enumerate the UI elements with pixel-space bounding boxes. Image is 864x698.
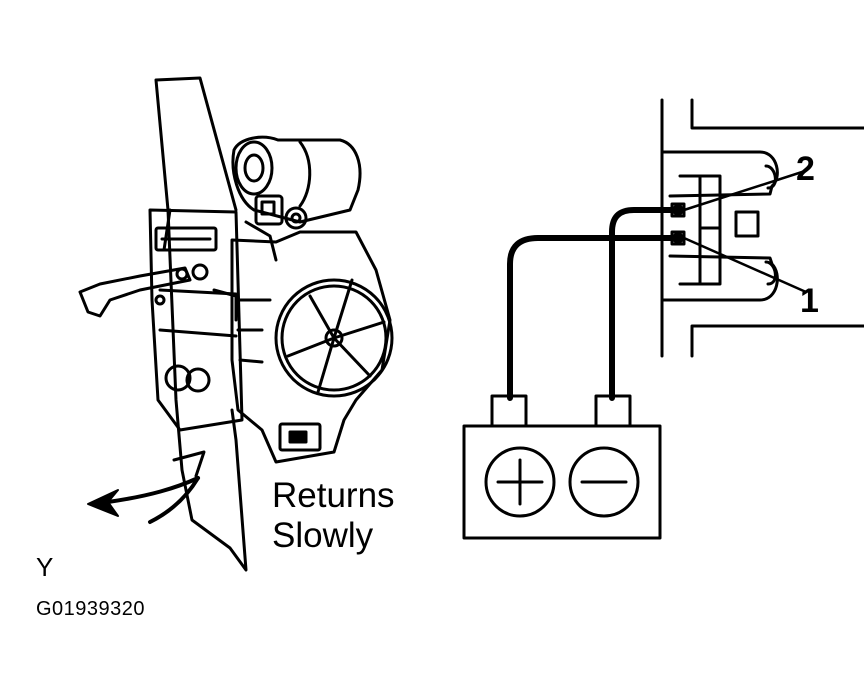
bracket-plate	[148, 208, 244, 432]
battery-negative-post	[594, 394, 632, 428]
rotation-arrow	[106, 476, 200, 504]
returns-label-line1: Returns	[272, 476, 395, 515]
returns-slowly-label: Returns Slowly	[272, 476, 395, 556]
lower-terminal	[278, 422, 322, 452]
connector-panel	[660, 98, 864, 358]
leader-line-1	[682, 236, 808, 294]
battery-body	[462, 424, 662, 540]
cable-drum	[231, 135, 362, 224]
plus-icon	[484, 446, 556, 518]
gear-wheel	[274, 278, 394, 398]
actuator-assembly	[78, 76, 394, 572]
gear-housing	[230, 230, 392, 464]
mounting-strip	[154, 76, 248, 572]
callout-terminal-1: 1	[800, 282, 819, 320]
positive-lead	[507, 235, 675, 401]
callout-terminal-2: 2	[796, 150, 815, 188]
figure-id-label: G01939320	[36, 598, 146, 620]
leader-line-2	[682, 170, 804, 212]
connector-block	[254, 194, 284, 226]
view-letter-label: Y	[36, 552, 54, 582]
battery-and-leads	[462, 207, 675, 540]
negative-lead	[609, 207, 675, 401]
returns-label-line2: Slowly	[272, 516, 374, 555]
battery-positive-post	[490, 394, 528, 428]
minus-icon	[568, 446, 640, 518]
release-lever	[78, 266, 192, 318]
